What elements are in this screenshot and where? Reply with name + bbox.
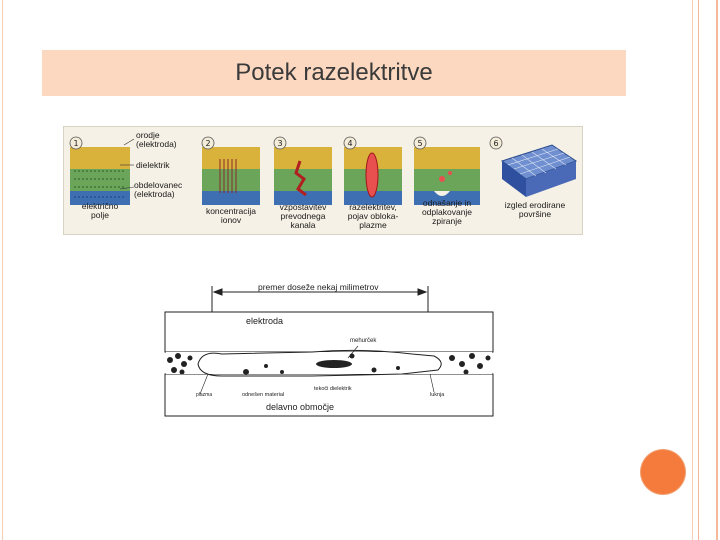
label-diameter: premer doseže nekaj milimetrov: [258, 282, 379, 292]
slide-title-bar: Potek razelektritve: [42, 50, 626, 96]
step-4: 4: [347, 139, 352, 148]
label-liquid-dielectric: tekoči dielektrik: [314, 386, 352, 392]
panel-5: [414, 147, 480, 205]
panel-4: [344, 147, 402, 205]
frame-line-left: [2, 0, 3, 540]
accent-circle: [641, 450, 685, 494]
panel-6: [500, 144, 578, 197]
label-removed-material: odnešen material: [242, 392, 285, 398]
frame-line-mid: [698, 0, 699, 540]
label-surface: izgled erodirane površine: [504, 200, 566, 219]
label-discharge: razelektritev, pojav obloka- plazme: [347, 202, 399, 230]
label-workpiece: obdelovanec (elektroda): [134, 180, 183, 199]
label-dielectric: dielektrik: [136, 160, 170, 170]
label-tool: orodje (elektroda): [136, 130, 177, 149]
frame-line-outer: [716, 0, 718, 540]
label-channel: vzpostavitev prevodnega kanala: [279, 202, 327, 230]
discharge-zone-graphic: [164, 286, 494, 417]
step-3: 3: [277, 139, 282, 148]
label-active-zone: delavno območje: [266, 402, 335, 412]
step-6: 6: [493, 139, 498, 148]
label-ion-concentration: koncentracija ionov: [205, 206, 257, 225]
panel-2: [202, 147, 260, 205]
panel-1: [70, 147, 130, 205]
slide-title: Potek razelektritve: [235, 59, 433, 86]
discharge-zone-figure: premer doseže nekaj milimetrov elektroda…: [162, 272, 498, 418]
discharge-process-figure: 1 2 3 4 5 6 orodje (elektroda) dielektri…: [63, 126, 583, 235]
process-strip-graphic: 1 2 3 4 5 6: [69, 136, 578, 205]
label-bubbles: mehurček: [350, 338, 377, 344]
step-1: 1: [73, 139, 78, 148]
frame-line-inner: [692, 0, 693, 540]
label-removal: odnašanje in odplakovanje zpiranje: [421, 198, 473, 226]
label-electric-field: električno polje: [81, 201, 119, 220]
label-crater: luknja: [430, 392, 445, 398]
step-5: 5: [417, 139, 422, 148]
panel-3: [274, 147, 332, 205]
step-2: 2: [205, 139, 210, 148]
label-electrode: elektroda: [246, 316, 284, 326]
label-plasma: plazma: [196, 392, 213, 398]
